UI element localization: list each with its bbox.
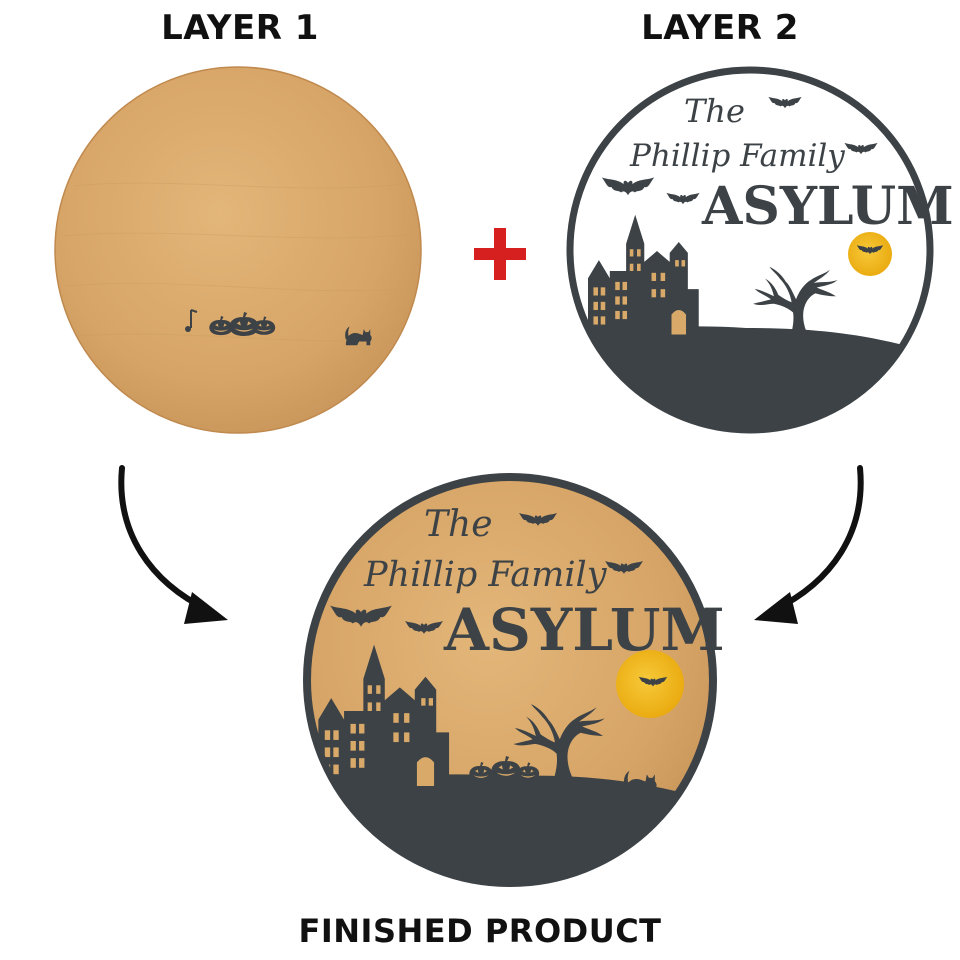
layer-2-slate-cutout: The Phillip Family ASYLUM xyxy=(566,66,954,434)
curved-arrow-icon xyxy=(118,465,228,624)
plus-icon xyxy=(474,228,526,280)
sign-line-asylum: ASYLUM xyxy=(701,176,954,237)
curved-arrow-icon xyxy=(754,465,864,624)
layer-1-label: LAYER 1 xyxy=(161,8,319,48)
finished-product-sign: The Phillip Family ASYLUM xyxy=(303,473,725,887)
sign-line-family-name: Phillip Family xyxy=(629,138,845,174)
note-icon xyxy=(185,309,198,332)
sign-line-family-name: Phillip Family xyxy=(363,555,608,595)
finished-product-label: FINISHED PRODUCT xyxy=(298,912,662,950)
sign-line-the: The xyxy=(684,92,745,130)
sign-line-the: The xyxy=(424,504,493,545)
layer-2-label: LAYER 2 xyxy=(641,8,799,48)
layer-1-wood-disc xyxy=(54,66,422,434)
sign-line-asylum: ASYLUM xyxy=(443,596,725,664)
